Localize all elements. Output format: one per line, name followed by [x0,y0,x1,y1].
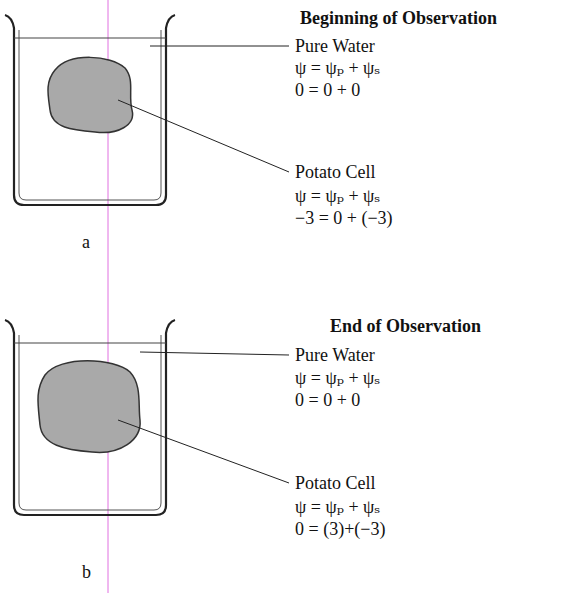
beaker [5,320,175,515]
equation: 0 = 0 + 0 [295,390,360,410]
leader-line [118,100,289,172]
panel-letter: b [82,562,91,582]
heading: End of Observation [330,316,481,336]
leader-line [118,420,289,483]
equation: ψ = ψₚ + ψₛ [295,368,380,388]
beaker [5,15,175,205]
potato-cell [48,57,133,132]
equation: −3 = 0 + (−3) [295,208,393,228]
leader-line [140,352,289,355]
heading: Beginning of Observation [300,8,497,28]
part-label: Potato Cell [295,473,376,493]
equation: 0 = (3)+(−3) [295,519,385,539]
equation: 0 = 0 + 0 [295,80,360,100]
panel-letter: a [82,232,90,252]
water-line [14,37,166,38]
part-label: Pure Water [295,345,375,365]
equation: ψ = ψₚ + ψₛ [295,186,380,206]
water-line [14,342,166,343]
leader-line [150,46,289,47]
part-label: Pure Water [295,36,375,56]
equation: ψ = ψₚ + ψₛ [295,58,380,78]
equation: ψ = ψₚ + ψₛ [295,497,380,517]
part-label: Potato Cell [295,162,376,182]
potato-cell [38,361,140,453]
